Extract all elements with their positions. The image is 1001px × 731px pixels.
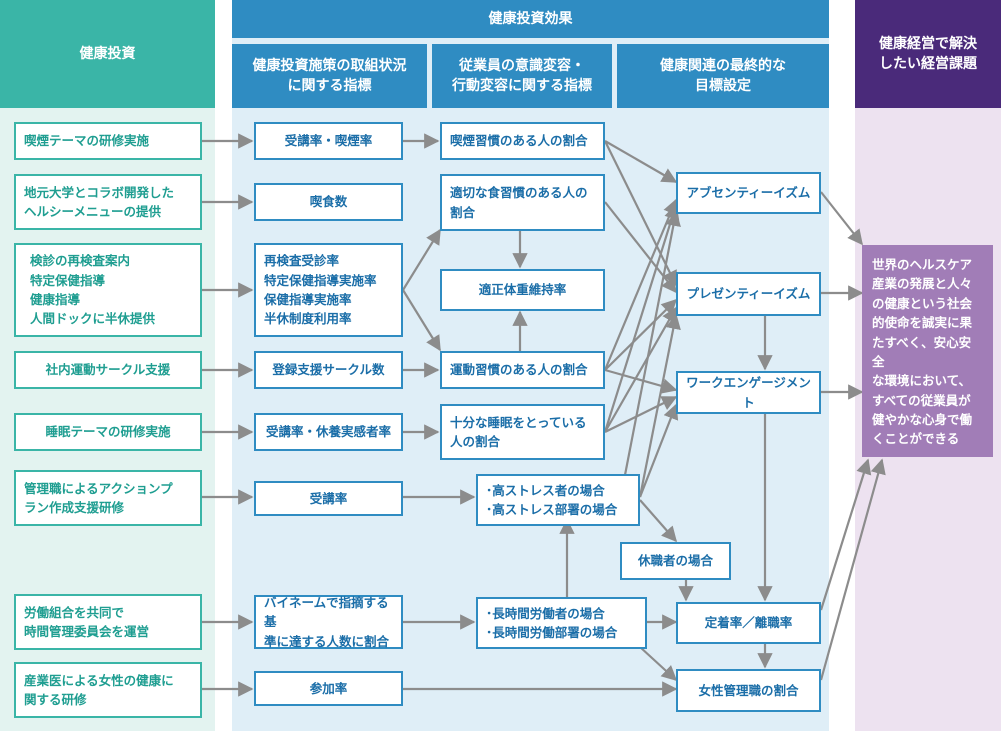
investment-header: 健康投資 xyxy=(0,0,215,108)
behavior-leave-of-absence: 休職者の場合 xyxy=(620,542,731,580)
behavior-exercise-habit: 運動習慣のある人の割合 xyxy=(440,351,605,389)
investment-exercise-circle: 社内運動サークル支援 xyxy=(14,351,202,389)
management-issue-goal: 世界のヘルスケア 産業の発展と人々 の健康という社会 的使命を誠実に果 たすべく… xyxy=(862,245,993,457)
effect-subheader-final-goals: 健康関連の最終的な 目標設定 xyxy=(617,44,829,108)
outcome-absenteeism: アブセンティーイズム xyxy=(676,172,821,214)
issue-header: 健康経営で解決 したい経営課題 xyxy=(855,0,1001,108)
behavior-long-working-hours: ･長時間労働者の場合 ･長時間労働部署の場合 xyxy=(476,597,647,649)
indicator-registered-circles: 登録支援サークル数 xyxy=(254,351,403,389)
investment-healthy-menu: 地元大学とコラボ開発した ヘルシーメニューの提供 xyxy=(14,174,202,230)
indicator-attendance-rest-rate: 受講率・休養実感者率 xyxy=(254,413,403,451)
effect-subheader-initiatives: 健康投資施策の取組状況 に関する指標 xyxy=(232,44,427,108)
investment-checkup-guidance: 検診の再検査案内 特定保健指導 健康指導 人間ドックに半休提供 xyxy=(14,243,202,337)
behavior-healthy-weight: 適正体重維持率 xyxy=(440,269,605,311)
investment-time-committee: 労働組合を共同で 時間管理委員会を運営 xyxy=(14,594,202,650)
investment-sleep-training: 睡眠テーマの研修実施 xyxy=(14,413,202,451)
investment-women-health-training: 産業医による女性の健康に 関する研修 xyxy=(14,662,202,718)
indicator-attendance-smoking-rate: 受講率・喫煙率 xyxy=(254,122,403,160)
effect-subheader-behavior: 従業員の意識変容・ 行動変容に関する指標 xyxy=(432,44,612,108)
effect-header: 健康投資効果 xyxy=(232,0,829,38)
behavior-diet-habit: 適切な食習慣のある人の 割合 xyxy=(440,174,605,231)
behavior-high-stress: ･高ストレス者の場合 ･高ストレス部署の場合 xyxy=(476,474,640,526)
indicator-named-threshold: バイネームで指摘する基 準に達する人数に割合 xyxy=(254,595,403,649)
investment-manager-action-plan: 管理職によるアクションプ ラン作成支援研修 xyxy=(14,470,202,526)
outcome-work-engagement: ワークエンゲージメント xyxy=(676,371,821,414)
indicator-reexam-rates: 再検査受診率 特定保健指導実施率 保健指導実施率 半休制度利用率 xyxy=(254,243,403,337)
outcome-presenteeism: プレゼンティーイズム xyxy=(676,272,821,316)
investment-smoking-training: 喫煙テーマの研修実施 xyxy=(14,122,202,160)
outcome-retention-turnover: 定着率／離職率 xyxy=(676,602,821,644)
outcome-women-managers: 女性管理職の割合 xyxy=(676,669,821,712)
indicator-participation-rate: 参加率 xyxy=(254,671,403,706)
indicator-meals-served: 喫食数 xyxy=(254,183,403,221)
indicator-attendance-rate: 受講率 xyxy=(254,481,403,516)
behavior-sufficient-sleep: 十分な睡眠をとっている 人の割合 xyxy=(440,404,605,460)
behavior-smoking-habit: 喫煙習慣のある人の割合 xyxy=(440,122,605,160)
